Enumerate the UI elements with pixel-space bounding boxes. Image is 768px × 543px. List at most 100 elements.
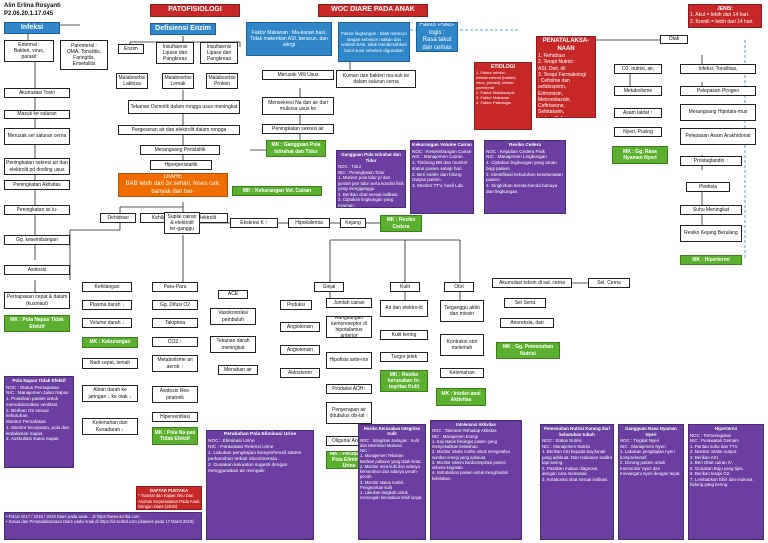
hipofisis-box: Hipofisis ante-rior xyxy=(326,352,372,369)
merusak-box: Merusak sel saluran cerna xyxy=(4,128,70,145)
anoreksia-box: Anoreksia, dan xyxy=(500,318,554,328)
faktor-lingkungan-box: Faktor lingkungan : tidak mencuci tangan… xyxy=(338,22,410,62)
ekskresi-box: Ekskresi K ↑ xyxy=(230,218,278,228)
isi-box: Peningkatan isi lu- xyxy=(4,205,70,215)
kuman-box: Kuman dan bakteri ma-suk ke dalam salura… xyxy=(336,70,416,88)
penyerapan-box: Penyerapan air ditubulus dis-tal ↑ xyxy=(326,402,372,424)
faktor-psikologi-box: Faktor Psiko-logis : Rasa takut dan cema… xyxy=(416,22,458,52)
author-name: Alin Erlina Rosyanti xyxy=(4,3,61,9)
hiper-box: Hiperperistaltik xyxy=(150,160,212,170)
aktivitas-box: Peningkatan Aktivitas xyxy=(4,180,70,190)
insuf1-box: Insufisiensi Lipase dan Pangkreas xyxy=(156,42,194,64)
nursing-title: Perubahan Pola Eliminasi Urine xyxy=(223,432,297,437)
etiologi-text: 1. Faktor Infeksi : Infeksi enteral (bak… xyxy=(476,70,517,106)
nursing-text: NOC : Integritas Jaringan : Kulit dan Me… xyxy=(360,437,423,501)
plasma-box: Plasma darah ↓ xyxy=(82,300,132,310)
paru-box: Paru-Paru xyxy=(152,282,198,292)
nursing-text: NOC : Termoregulasi NIC : Perawatan Dema… xyxy=(690,432,753,488)
mk-napas-box: MK : Pola Napas Tidak Efektif xyxy=(4,315,70,332)
mk-nutrisi-box: MK : Gg. Pemenuhan Nutrisi xyxy=(496,342,560,359)
rangsangan-box: Rangsangan kemoreseptor di hipotalamus a… xyxy=(326,316,372,338)
suplai-box: Suplai cairan & elektrolit ter-ganggu xyxy=(164,212,200,234)
nursing-nutrisi: Pemenuhan Nutrisi Kurang dari kebutuhan … xyxy=(540,424,614,540)
pernapasan-box: Pernapasan cepat & dalam (kusmaul) xyxy=(4,292,70,309)
malab1-box: Malabsorbsi Laktosa xyxy=(116,73,148,89)
sekresi-air-box: Peningkatan sekresi air xyxy=(262,124,334,134)
nadi-box: Nadi cepat, lemah xyxy=(82,358,138,369)
nursing-title: Pemenuhan Nutrisi Kurang dari kebutuhan … xyxy=(544,426,610,437)
mk-nyeri-box: MK : Gg. Rasa Nyaman Nyeri xyxy=(612,146,668,164)
nursing-text: NOC : Status Pernapasan NIC : Manajemen … xyxy=(6,384,70,442)
defisiensi-enzim-box: Defisiensi Enzim xyxy=(150,23,216,35)
hiperventilasi-box: Hiperventilasi xyxy=(152,412,198,422)
nursing-text: NOC : Eliminasi Urine NIC : Perawatan Re… xyxy=(208,438,302,474)
jumlah-box: Jumlah cairan xyxy=(326,298,372,308)
otot-box: Otot xyxy=(444,282,474,292)
nursing-title: Hipertermi xyxy=(715,426,737,431)
vili-box: Merusak Villi Usus xyxy=(262,70,334,80)
osmotik-box: Tekanan Osmotik dalam rongga usus mening… xyxy=(128,100,240,114)
nursing-text: NOC : Tingkat Nyeri NIC : Manajemen Nyer… xyxy=(620,438,681,476)
nursing-title: Gangguan Pola Istirahat dan Tidur xyxy=(341,152,401,163)
mk-kekurangan-vol-box: MK : Kekurangan Vol. Cairan xyxy=(232,186,322,196)
aliran-box: Aliran darah ke jaringan ↓ ke otak ↓ xyxy=(82,385,138,402)
sel-serta-box: Sel Serta xyxy=(504,298,546,308)
nursing-title: Kekurangan Volume Cairan xyxy=(412,142,472,147)
mk-integritas-box: MK : Resiko kerusakan In-tegritas Kulit xyxy=(380,370,428,392)
metabolisme-box: Metabolisme an aerob ↑ xyxy=(152,355,198,372)
masuk-box: Masuk ke saluran xyxy=(4,110,70,119)
terganggu-box: Terganggu aktin dan miosin xyxy=(440,300,484,322)
peningkatan-sekresi-box: Peningkatan sekresi air dan elektrolit p… xyxy=(4,158,70,175)
infeksi-box: Infeksi xyxy=(4,22,60,34)
malab2-box: Malabsorbsi Lemak xyxy=(162,73,194,89)
mk-cedera-box: MK : Resiko Cedera xyxy=(380,215,422,232)
parenteral-box: Parenteral : OMA, Tonsilitis, Faringitis… xyxy=(60,40,108,70)
asam-laktat-box: Asam laktat ↑ xyxy=(614,108,662,118)
nursing-text: NOC : Kejadian Cedera Fisik NIC : Manaje… xyxy=(486,148,563,194)
sel-cerna-box: Sel. Cerna xyxy=(588,278,630,288)
nursing-title: Intoleransi Aktivitas xyxy=(456,422,496,427)
mk-pola-box: MK : Pola Na-pas Tidak Efektif xyxy=(152,427,198,445)
angiotensin1-box: Angiotensin xyxy=(280,322,320,332)
ace-box: ACE xyxy=(218,290,248,299)
metabolisme-otak-box: Metabolisme xyxy=(614,86,662,96)
air-elektrolit-box: Air dan elektro-lit xyxy=(380,300,428,317)
penatalaksanaan-title: PENATALAKSA- NAAN xyxy=(542,38,590,52)
hipokalemia-box: Hipokalemia xyxy=(288,218,330,228)
nursing-title: Resiko Cedera xyxy=(509,142,541,147)
diare-box: DIARE BAB lebih dari 3x sehari, feses ca… xyxy=(118,173,228,197)
woc-header: WOC DIARE PADA ANAK xyxy=(318,4,428,17)
o2-nutrisi-box: O2, nutrisi, air, xyxy=(614,64,662,74)
jenis-text: 1. Akut = lebih dari 14 hari. 2. Kronik … xyxy=(690,12,754,25)
takipnea-box: Takipnea xyxy=(152,318,198,328)
enteral-box: Enternal : Bakteri, virus, parasit xyxy=(4,40,54,62)
enzim-box: Enzim xyxy=(118,44,144,54)
infeksi-tons-box: Infeksi, Tonsilitas, xyxy=(680,64,756,74)
mensekresi-box: Mensekresi Na dan air dari mukosa usus k… xyxy=(262,97,334,115)
insuf2-box: Insufisiensi Lipase dan Pangkreas xyxy=(200,42,238,64)
mk-hipertermi-box: MK : Hipertermi xyxy=(680,255,742,265)
volume-box: Volume darah ↓ xyxy=(82,318,132,328)
malab3-box: Malabsorbsi Protein xyxy=(206,73,238,89)
mk-intoleransi-box: MK : Intoler-ansi Aktivitas xyxy=(436,388,486,406)
turgor-box: Turgor jelek xyxy=(380,352,428,362)
pustaka-box: DAFTAR PUSTAKA * Tutorial dan Kajian Ilm… xyxy=(136,486,202,510)
penatalaksanaan-box: PENATALAKSA- NAAN 1. Rehidrasi 2. Terapi… xyxy=(536,36,596,118)
vaso-box: Vasokontriksi pembuluh xyxy=(210,308,256,325)
kelemahan-otot-box: Kelemahan xyxy=(440,368,484,378)
nursing-title: Resiko Kerusakan Integritas Kulit xyxy=(363,426,421,437)
nyeri-box: Nyeri, Pusing xyxy=(614,127,662,137)
akumulasi-box: Akumulasi Toxin xyxy=(4,88,70,98)
jenis-box: JENIS: 1. Akut = lebih dari 14 hari. 2. … xyxy=(688,4,762,28)
nursing-text: NOC : Keseimbangan Cairan NIC : Manajeme… xyxy=(412,148,472,189)
produksi-adh-box: Produksi ADH↑ xyxy=(326,384,372,394)
peristaltik-box: Merangsang Peristaltik xyxy=(140,145,220,155)
